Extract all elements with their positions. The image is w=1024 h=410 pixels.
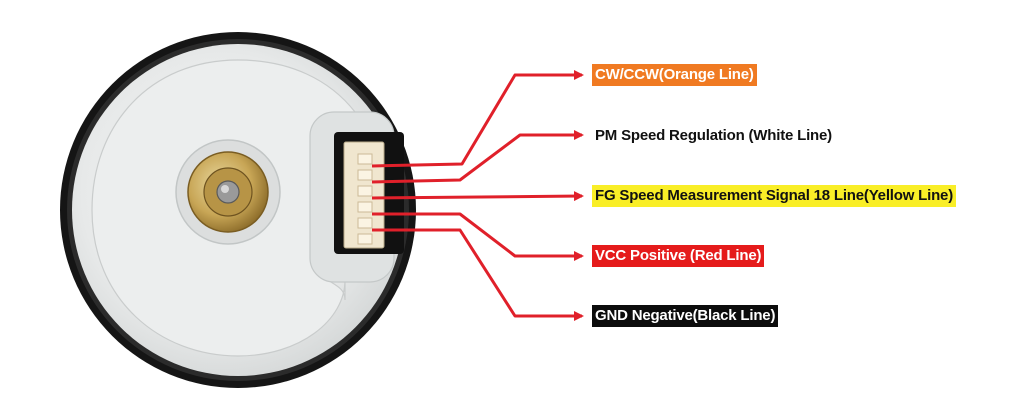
label-pm-speed-regulation: PM Speed Regulation (White Line) — [592, 125, 835, 147]
lead-line-black — [372, 228, 584, 321]
shaft-highlight — [221, 185, 229, 193]
pin — [357, 233, 373, 245]
label-gnd-negative: GND Negative(Black Line) — [592, 305, 779, 327]
pin — [357, 201, 373, 213]
label-vcc-positive: VCC Positive (Red Line) — [592, 245, 765, 267]
label-cw-ccw: CW/CCW(Orange Line) — [592, 64, 757, 86]
pin — [357, 153, 373, 165]
connector-pins — [357, 153, 373, 245]
shaft — [216, 180, 240, 204]
lead-line-red — [372, 212, 584, 261]
pin — [357, 185, 373, 197]
lead-line-orange — [371, 70, 584, 168]
lead-line-white — [371, 130, 584, 184]
lead-line-yellow — [371, 191, 584, 202]
lead-lines — [371, 70, 584, 321]
pin — [357, 217, 373, 229]
pin — [357, 169, 373, 181]
label-fg-speed-signal: FG Speed Measurement Signal 18 Line(Yell… — [592, 185, 956, 207]
